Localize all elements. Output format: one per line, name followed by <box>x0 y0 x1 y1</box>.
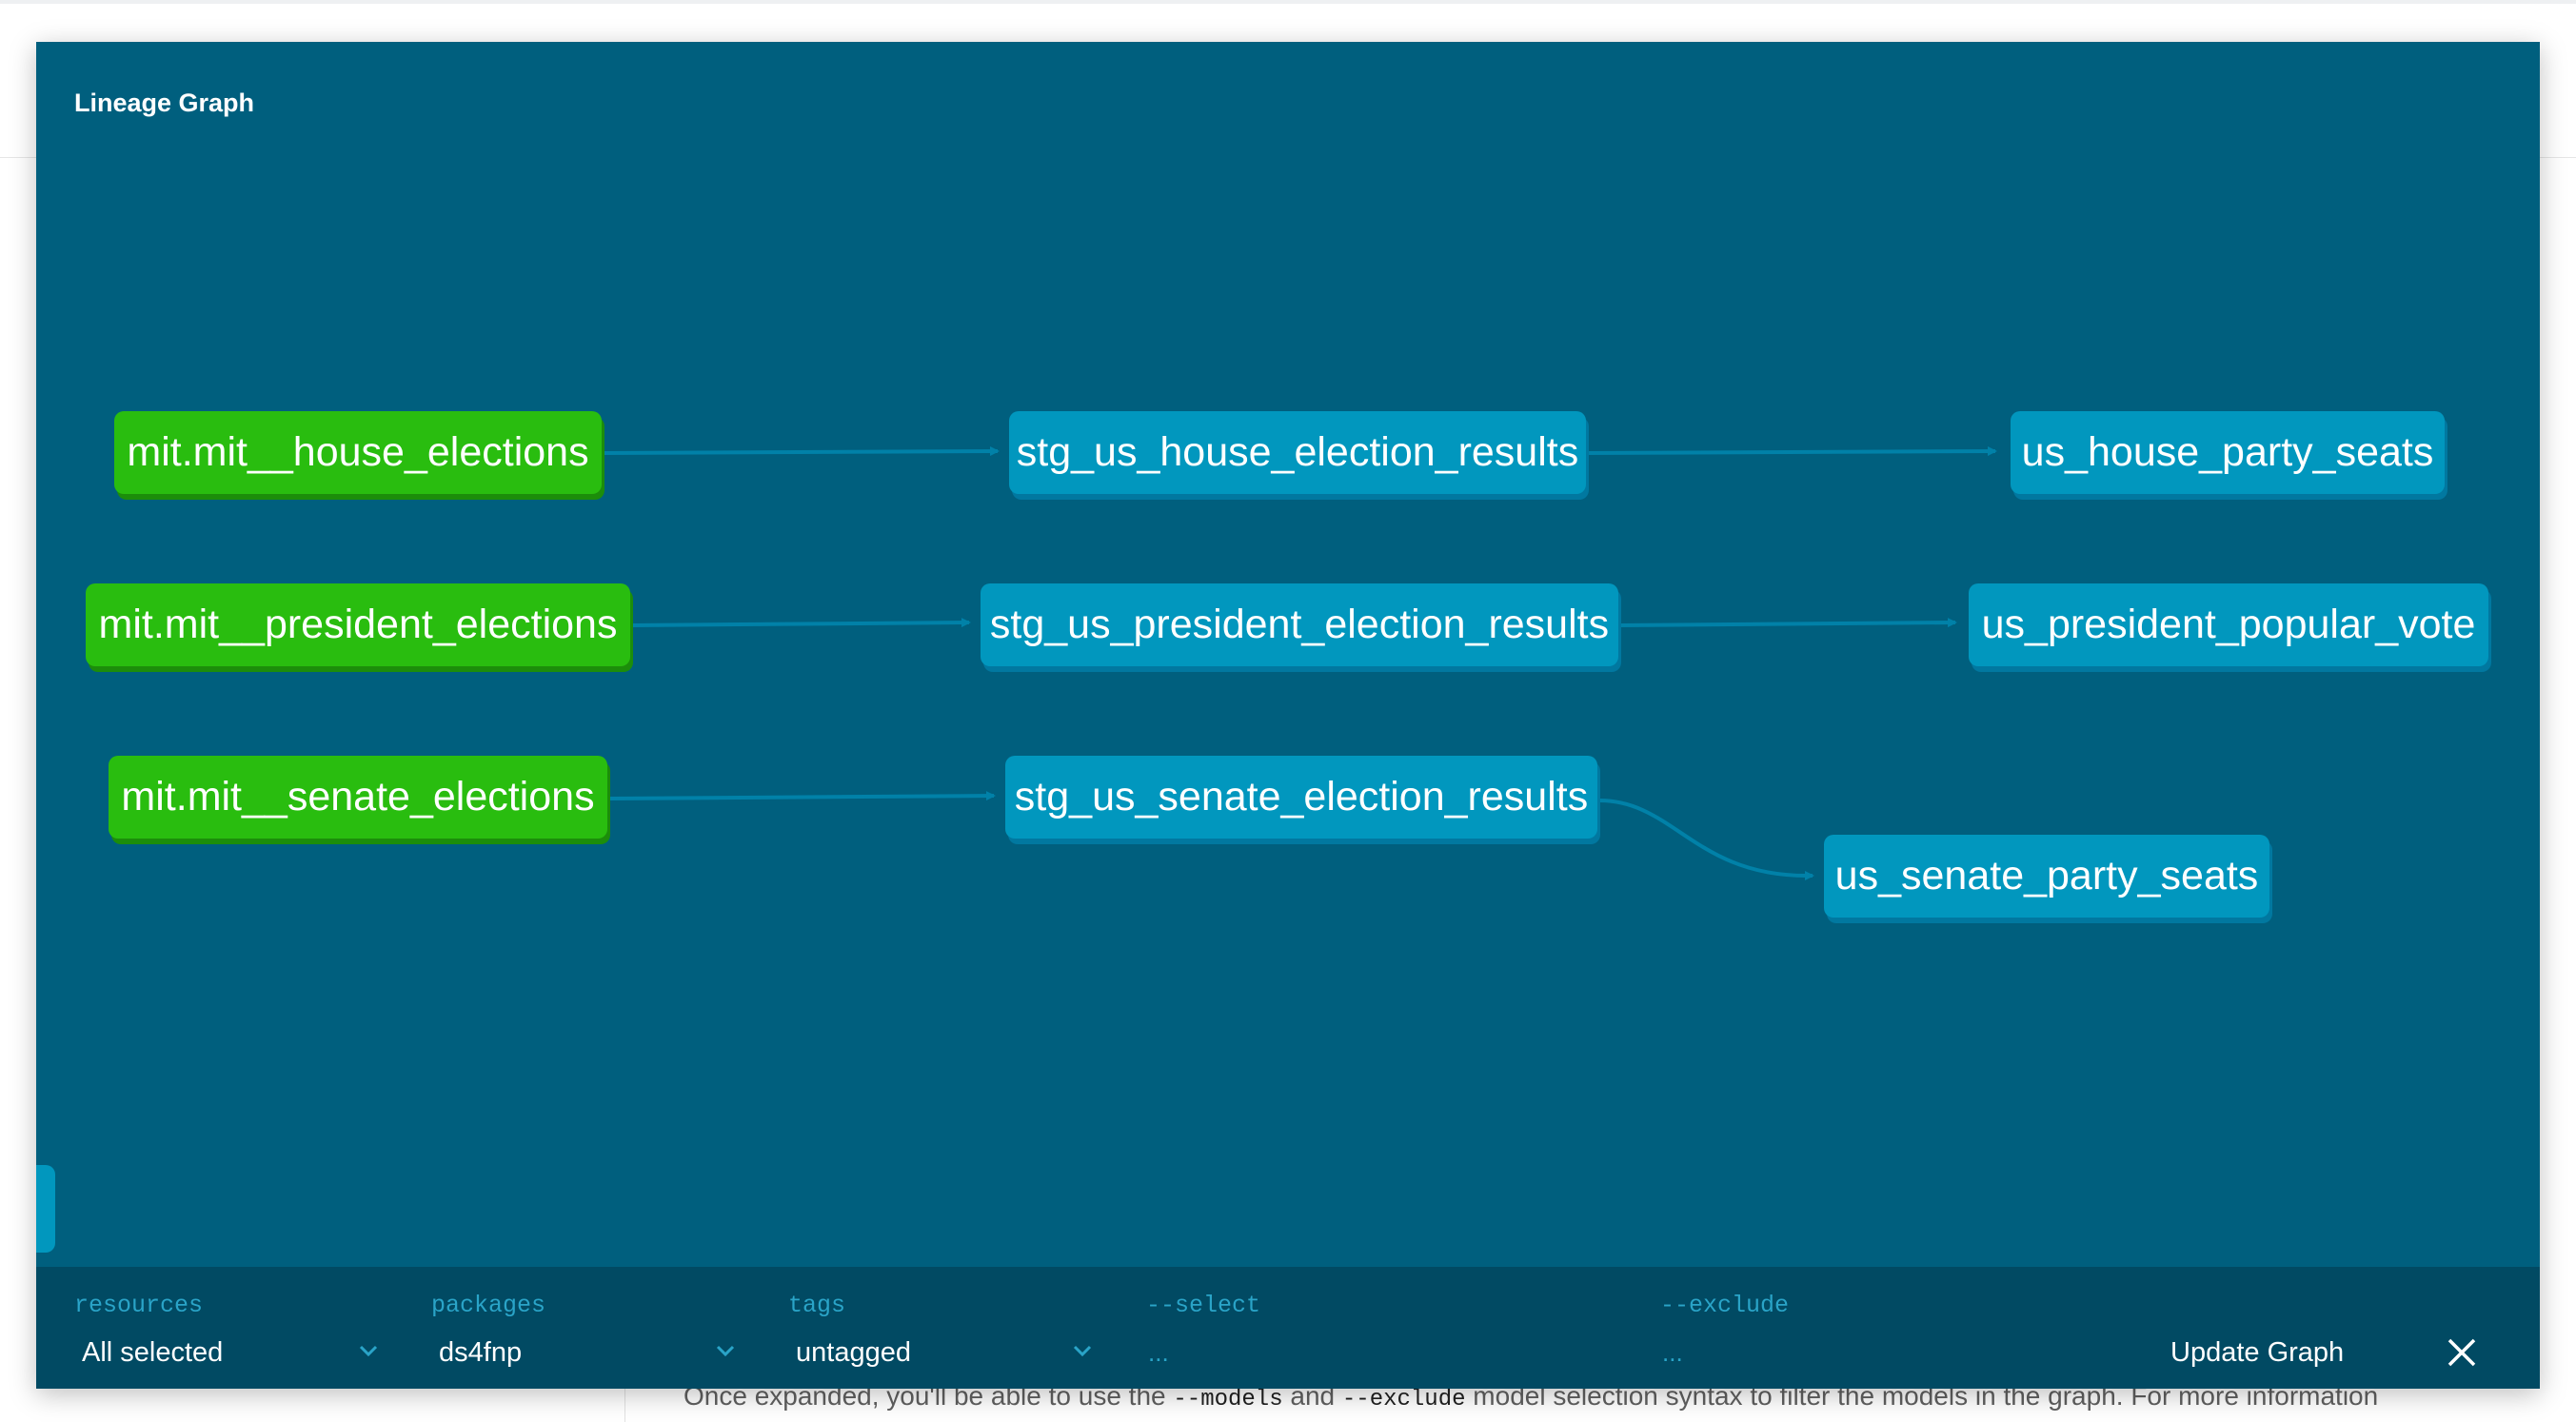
panel-expand-handle[interactable] <box>36 1165 55 1253</box>
tags-filter[interactable]: tags untagged <box>788 1267 1102 1389</box>
node-stg-us-president-election-results[interactable]: stg_us_president_election_results <box>981 583 1618 666</box>
chevron-down-icon <box>359 1345 378 1357</box>
code-exclude: --exclude <box>1341 1387 1466 1412</box>
select-label: --select <box>1146 1292 1261 1319</box>
resources-label: resources <box>74 1292 204 1319</box>
exclude-label: --exclude <box>1660 1292 1790 1319</box>
chevron-down-icon <box>716 1345 735 1357</box>
node-stg-us-house-election-results[interactable]: stg_us_house_election_results <box>1009 411 1586 494</box>
edge-president-staging-to-output <box>1619 618 1957 628</box>
close-icon[interactable] <box>2441 1332 2483 1373</box>
page-top-border <box>0 0 2576 4</box>
edge-senate-staging-to-output <box>1598 799 1814 880</box>
update-graph-button[interactable]: Update Graph <box>2159 1332 2355 1373</box>
node-us-senate-party-seats[interactable]: us_senate_party_seats <box>1824 835 2269 918</box>
packages-label: packages <box>431 1292 546 1319</box>
code-models: --models <box>1173 1387 1283 1412</box>
select-filter[interactable]: --select ... <box>1146 1267 1622 1389</box>
edge-house-staging-to-output <box>1587 446 1997 457</box>
node-us-house-party-seats[interactable]: us_house_party_seats <box>2011 411 2445 494</box>
lineage-graph-modal: Lineage Graph mit.mit__house_elections m… <box>36 42 2540 1389</box>
graph-edges <box>603 446 1997 880</box>
node-us-president-popular-vote[interactable]: us_president_popular_vote <box>1969 583 2488 666</box>
select-input[interactable]: ... <box>1148 1338 1169 1367</box>
node-mit-house-elections[interactable]: mit.mit__house_elections <box>114 411 602 494</box>
page-body-paragraph: Once expanded, you'll be able to use the… <box>684 1381 2379 1412</box>
node-stg-us-senate-election-results[interactable]: stg_us_senate_election_results <box>1005 756 1597 839</box>
exclude-filter[interactable]: --exclude ... <box>1660 1267 2136 1389</box>
tags-value: untagged <box>796 1337 911 1368</box>
graph-filter-bar: resources All selected packages ds4fnp t… <box>36 1267 2540 1389</box>
packages-filter[interactable]: packages ds4fnp <box>431 1267 745 1389</box>
chevron-down-icon <box>1073 1345 1092 1357</box>
node-mit-senate-elections[interactable]: mit.mit__senate_elections <box>109 756 607 839</box>
edge-house-source-to-staging <box>603 446 1000 457</box>
resources-filter[interactable]: resources All selected <box>74 1267 388 1389</box>
resources-value: All selected <box>82 1337 224 1368</box>
node-mit-president-elections[interactable]: mit.mit__president_elections <box>86 583 630 666</box>
tags-label: tags <box>788 1292 846 1319</box>
exclude-input[interactable]: ... <box>1662 1338 1683 1367</box>
modal-title: Lineage Graph <box>74 89 255 117</box>
edge-senate-source-to-staging <box>608 791 996 801</box>
edge-president-source-to-staging <box>631 618 971 628</box>
packages-value: ds4fnp <box>439 1337 523 1368</box>
